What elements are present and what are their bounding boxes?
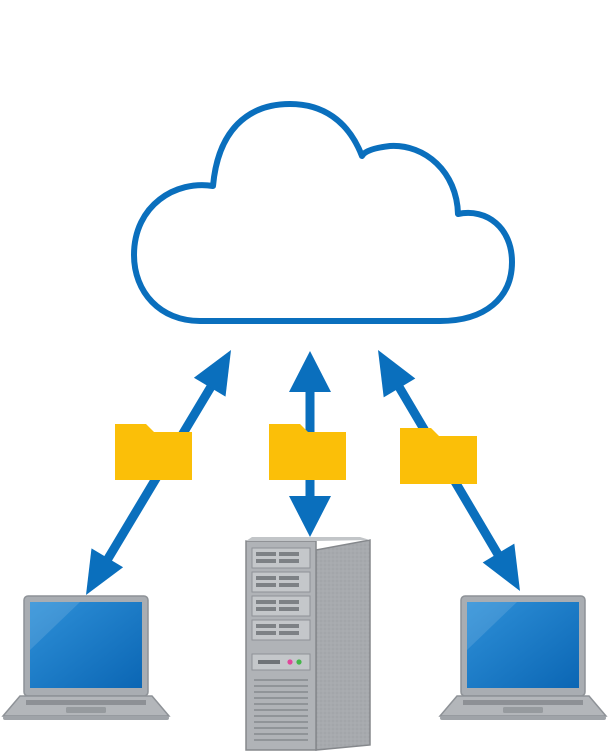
- drive-bay: [251, 547, 311, 569]
- screen-glare: [467, 602, 517, 650]
- power-led: [287, 659, 293, 665]
- arrow-head-cloud-left: [193, 350, 231, 397]
- cloud-icon: [131, 101, 515, 324]
- arrow-head-laptop-left: [86, 548, 124, 595]
- arrow-head-cloud-center: [289, 351, 331, 392]
- drive-bays: [251, 547, 311, 641]
- arrow-head-laptop-right: [482, 543, 520, 591]
- arrow-head-server: [289, 496, 331, 537]
- folder-icon: [269, 424, 346, 480]
- status-led: [296, 659, 302, 665]
- folder-icon: [115, 424, 192, 480]
- laptop-right-icon: [438, 595, 608, 720]
- drive-bay: [251, 571, 311, 593]
- drive-bay: [251, 595, 311, 617]
- laptop-trackpad: [66, 707, 106, 713]
- server-side-panel: [315, 539, 371, 751]
- laptop-bottom-edge: [440, 716, 606, 720]
- cloud-outline: [131, 101, 515, 324]
- server-control-panel: [251, 653, 311, 671]
- server-tower-icon: [245, 537, 371, 751]
- laptop-keyboard: [26, 700, 146, 705]
- drive-bay: [251, 619, 311, 641]
- server-top: [246, 537, 370, 541]
- laptop-trackpad: [503, 707, 543, 713]
- laptop-left-icon: [1, 595, 171, 720]
- folders: [115, 424, 477, 484]
- server-vent-grille: [254, 679, 308, 741]
- laptop-screen: [467, 602, 579, 688]
- laptop-screen: [30, 602, 142, 688]
- folder-icon: [400, 428, 477, 484]
- laptop-bottom-edge: [3, 716, 169, 720]
- screen-glare: [30, 602, 80, 650]
- arrow-head-cloud-right: [378, 350, 416, 398]
- laptop-keyboard: [463, 700, 583, 705]
